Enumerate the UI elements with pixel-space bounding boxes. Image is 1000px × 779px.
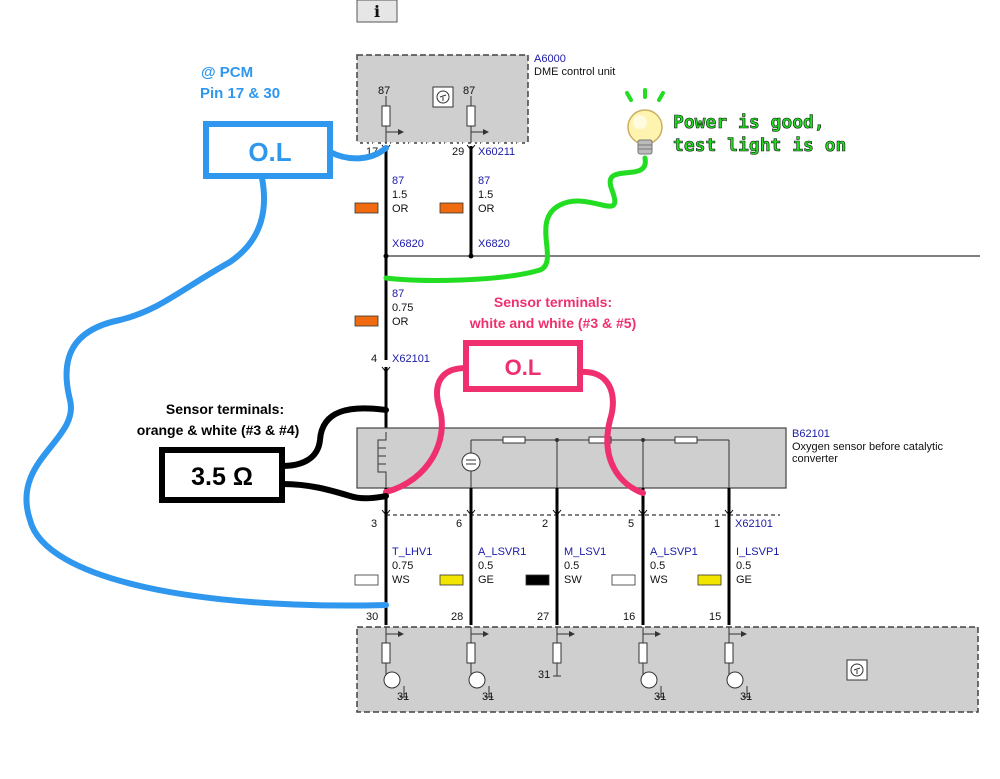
resistance-label: 3.5 Ω [191,463,253,491]
dme-connector: X60211 [478,146,515,158]
lower-wire-2-size: 0.5 [478,560,493,572]
pcm-pin-30: 30 [366,611,378,623]
orange-swatch [354,202,379,214]
upper-wire-2-circuit: 87 [478,175,490,187]
yellow-swatch [439,574,464,586]
splice-connector-1: X6820 [392,238,424,250]
dme-pin-label-1: 87 [378,85,390,97]
lower-wire-3-size: 0.5 [564,560,579,572]
ground-label: 31 [740,691,752,703]
sensor-pin-6: 6 [456,518,462,530]
lower-wire-1-color: WS [392,574,410,586]
sensor-pin-1: 1 [714,518,720,530]
pcm-pin-15: 15 [709,611,721,623]
dme-id: A6000 [534,53,566,65]
ol-pink-label: O.L [505,355,542,380]
dme-symbol-icon [432,86,454,108]
dme-name: DME control unit [534,66,615,78]
info-icon: i [374,2,380,21]
lower-wire-3-circuit: M_LSV1 [564,546,606,558]
sensor-name-line1: Oxygen sensor before catalytic [792,441,944,453]
dme-pin-label-2: 87 [463,85,475,97]
blue-annotation: O.L @ PCM Pin 17 & 30 [23,64,389,609]
pcm-label-line1: @ PCM [201,64,253,81]
lower-wire-4-circuit: A_LSVP1 [650,546,698,558]
sensor-id: B62101 [792,428,830,440]
sensor-black-line1: Sensor terminals: [166,401,284,417]
mid-wire-circuit: 87 [392,288,404,300]
upper-wire-1-size: 1.5 [392,189,407,201]
power-label-line2: test light is on [673,135,846,156]
upper-wire-1-color: OR [392,203,409,215]
orange-swatch [354,315,379,327]
bottom-control-unit: 31 31 31 31 31 [356,626,979,713]
ol-blue-label: O.L [248,137,291,167]
lower-wire-1-size: 0.75 [392,560,413,572]
ground-label: 31 [482,691,494,703]
lower-wire-2-circuit: A_LSVR1 [478,546,526,558]
mid-wire-connector: X62101 [392,353,430,365]
info-button[interactable]: i [356,0,398,23]
power-label-line1: Power is good, [673,112,825,133]
sensor-pink-line1: Sensor terminals: [494,294,612,310]
pcm-pin-16: 16 [623,611,635,623]
ground-label: 31 [654,691,666,703]
lower-wires [381,488,780,625]
dme-pin-29: 29 [452,146,464,158]
white-swatch [611,574,636,586]
lower-wire-4-color: WS [650,574,668,586]
pink-annotation: O.L Sensor terminals: white and white (#… [383,294,646,496]
pcm-pin-27: 27 [537,611,549,623]
pcm-label-line2: Pin 17 & 30 [200,85,280,102]
lower-wire-5-circuit: I_LSVP1 [736,546,779,558]
lower-wire-5-color: GE [736,574,752,586]
ground-label: 31 [538,669,550,681]
black-swatch [525,574,550,586]
lower-wire-5-size: 0.5 [736,560,751,572]
mid-wire-color: OR [392,316,409,328]
black-annotation: 3.5 Ω Sensor terminals: orange & white (… [137,401,389,503]
upper-wire-2-size: 1.5 [478,189,493,201]
control-unit-symbol-icon [846,659,868,681]
upper-wire-2-color: OR [478,203,495,215]
lower-wire-1-circuit: T_LHV1 [392,546,432,558]
lower-wire-3-color: SW [564,574,582,586]
splice-connector-2: X6820 [478,238,510,250]
sensor-black-line2: orange & white (#3 & #4) [137,422,300,438]
lower-wire-4-size: 0.5 [650,560,665,572]
lower-wire-2-color: GE [478,574,494,586]
orange-swatch [439,202,464,214]
sensor-name-line2: converter [792,453,838,465]
sensor-pin-3: 3 [371,518,377,530]
light-bulb-icon [625,88,665,155]
upper-wire-1-circuit: 87 [392,175,404,187]
ground-label: 31 [397,691,409,703]
sensor-pin-5: 5 [628,518,634,530]
yellow-swatch [697,574,722,586]
white-swatch [354,574,379,586]
green-annotation: Power is good, test light is on [383,88,847,283]
sensor-pin-2: 2 [542,518,548,530]
sensor-connector: X62101 [735,518,773,530]
sensor-pink-line2: white and white (#3 & #5) [469,315,636,331]
dme-control-unit: 87 87 [356,54,529,144]
pcm-pin-28: 28 [451,611,463,623]
mid-wire-size: 0.75 [392,302,413,314]
mid-wire-pin: 4 [371,353,377,365]
oxygen-sensor [356,427,787,489]
